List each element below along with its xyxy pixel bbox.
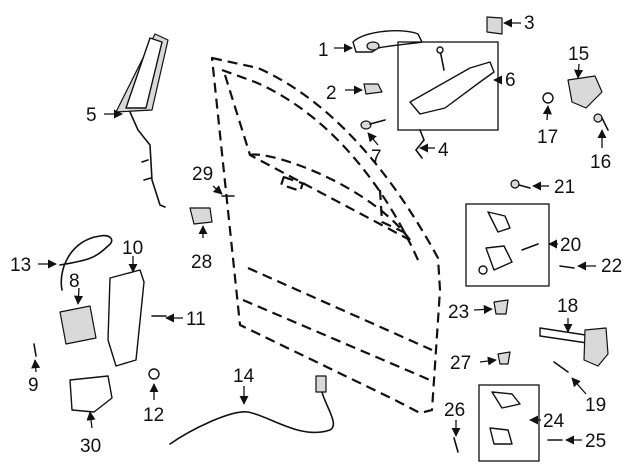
callout-8: 8 — [69, 271, 80, 292]
striker-part — [489, 391, 521, 445]
callout-19: 19 — [585, 395, 606, 416]
latch-shield-part — [107, 269, 145, 367]
callout-18: 18 — [557, 296, 578, 317]
bracket-28-part — [189, 207, 213, 225]
callout-21: 21 — [554, 177, 575, 198]
callout-10: 10 — [122, 238, 143, 259]
callout-6: 6 — [505, 70, 516, 91]
grommet-23-part — [493, 299, 509, 315]
bolt-21-part — [510, 179, 531, 189]
bolt-19-part — [553, 361, 569, 373]
clip-27-part — [497, 351, 511, 365]
callout-3: 3 — [524, 13, 535, 34]
callout-15: 15 — [568, 44, 589, 65]
lower-hinge-part — [478, 211, 539, 275]
glass-run-channel-part — [115, 33, 169, 208]
striker-box — [478, 384, 540, 462]
bracket-30-part — [69, 375, 113, 413]
callout-2: 2 — [326, 83, 337, 104]
door-outline — [210, 56, 442, 415]
callout-23: 23 — [448, 302, 469, 323]
bolt-7-part — [360, 119, 386, 130]
callout-29: 29 — [192, 164, 213, 185]
handle-assembly-box — [397, 41, 499, 131]
callout-22: 22 — [601, 256, 622, 277]
bolt-16-part — [593, 113, 609, 131]
callout-20: 20 — [560, 235, 581, 256]
door-check-part — [539, 327, 609, 367]
callout-30: 30 — [80, 436, 101, 457]
nut-17-part — [542, 92, 554, 104]
callout-1: 1 — [318, 40, 329, 61]
handle-reinforcement-part — [409, 46, 495, 115]
wiring-harness-part — [169, 375, 335, 445]
callout-11: 11 — [186, 309, 206, 330]
bolt-22-part — [559, 265, 575, 269]
handle-cap-part — [486, 16, 503, 35]
cable-13-part — [59, 234, 113, 291]
upper-hinge-part — [567, 75, 603, 109]
callout-24: 24 — [543, 411, 565, 432]
callout-16: 16 — [590, 152, 611, 173]
bolt-9-part — [33, 343, 37, 357]
door-latch-part — [59, 305, 97, 345]
callout-14: 14 — [233, 366, 255, 387]
callout-27: 27 — [450, 353, 471, 374]
callout-25: 25 — [585, 431, 606, 452]
bolt-26-part — [453, 437, 459, 453]
callout-5: 5 — [86, 105, 97, 126]
callout-7: 7 — [371, 147, 382, 168]
nut-12-part — [148, 368, 160, 380]
callout-26: 26 — [444, 400, 465, 421]
callout-4: 4 — [438, 140, 449, 161]
callout-labels: 1 2 3 4 5 6 7 8 9 10 11 12 13 14 15 16 1… — [10, 13, 622, 457]
callout-9: 9 — [28, 375, 39, 396]
callout-17: 17 — [537, 127, 558, 148]
rod-4-part — [414, 129, 425, 159]
callout-12: 12 — [143, 405, 164, 426]
callout-28: 28 — [191, 252, 212, 273]
small-bracket-part — [363, 83, 383, 95]
callout-13: 13 — [10, 255, 31, 276]
leader-arrows — [31, 18, 607, 445]
